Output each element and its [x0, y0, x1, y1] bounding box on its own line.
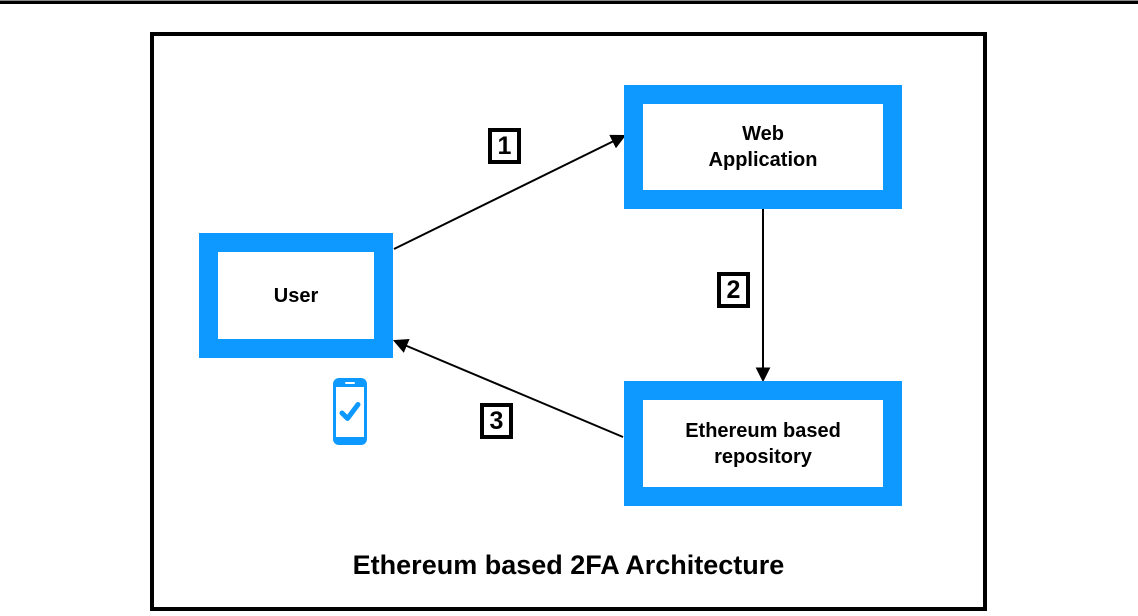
phone-speaker	[345, 382, 355, 384]
diagram-frame: Web Application User Ethereum based repo…	[150, 32, 987, 611]
top-divider	[0, 0, 1138, 4]
node-web-application: Web Application	[624, 85, 902, 209]
arrows-layer	[392, 134, 771, 438]
phone-check-icon	[333, 378, 367, 445]
node-ethereum-repository: Ethereum based repository	[624, 381, 902, 506]
node-ethereum-repository-label: Ethereum based repository	[685, 419, 841, 468]
edge-user-to-webapp	[393, 134, 627, 250]
node-user-label: User	[273, 284, 319, 307]
node-web-application-label: Web Application	[708, 123, 818, 171]
edge-label-1: 1	[488, 128, 521, 164]
edge-label-3: 3	[480, 403, 513, 439]
edge-repo-to-user	[392, 339, 624, 438]
edge-label-2: 2	[717, 272, 750, 308]
node-user: User	[199, 233, 393, 358]
checkmark-icon	[339, 402, 361, 421]
diagram-title: Ethereum based 2FA Architecture	[352, 550, 785, 580]
phone-screen	[336, 387, 364, 437]
